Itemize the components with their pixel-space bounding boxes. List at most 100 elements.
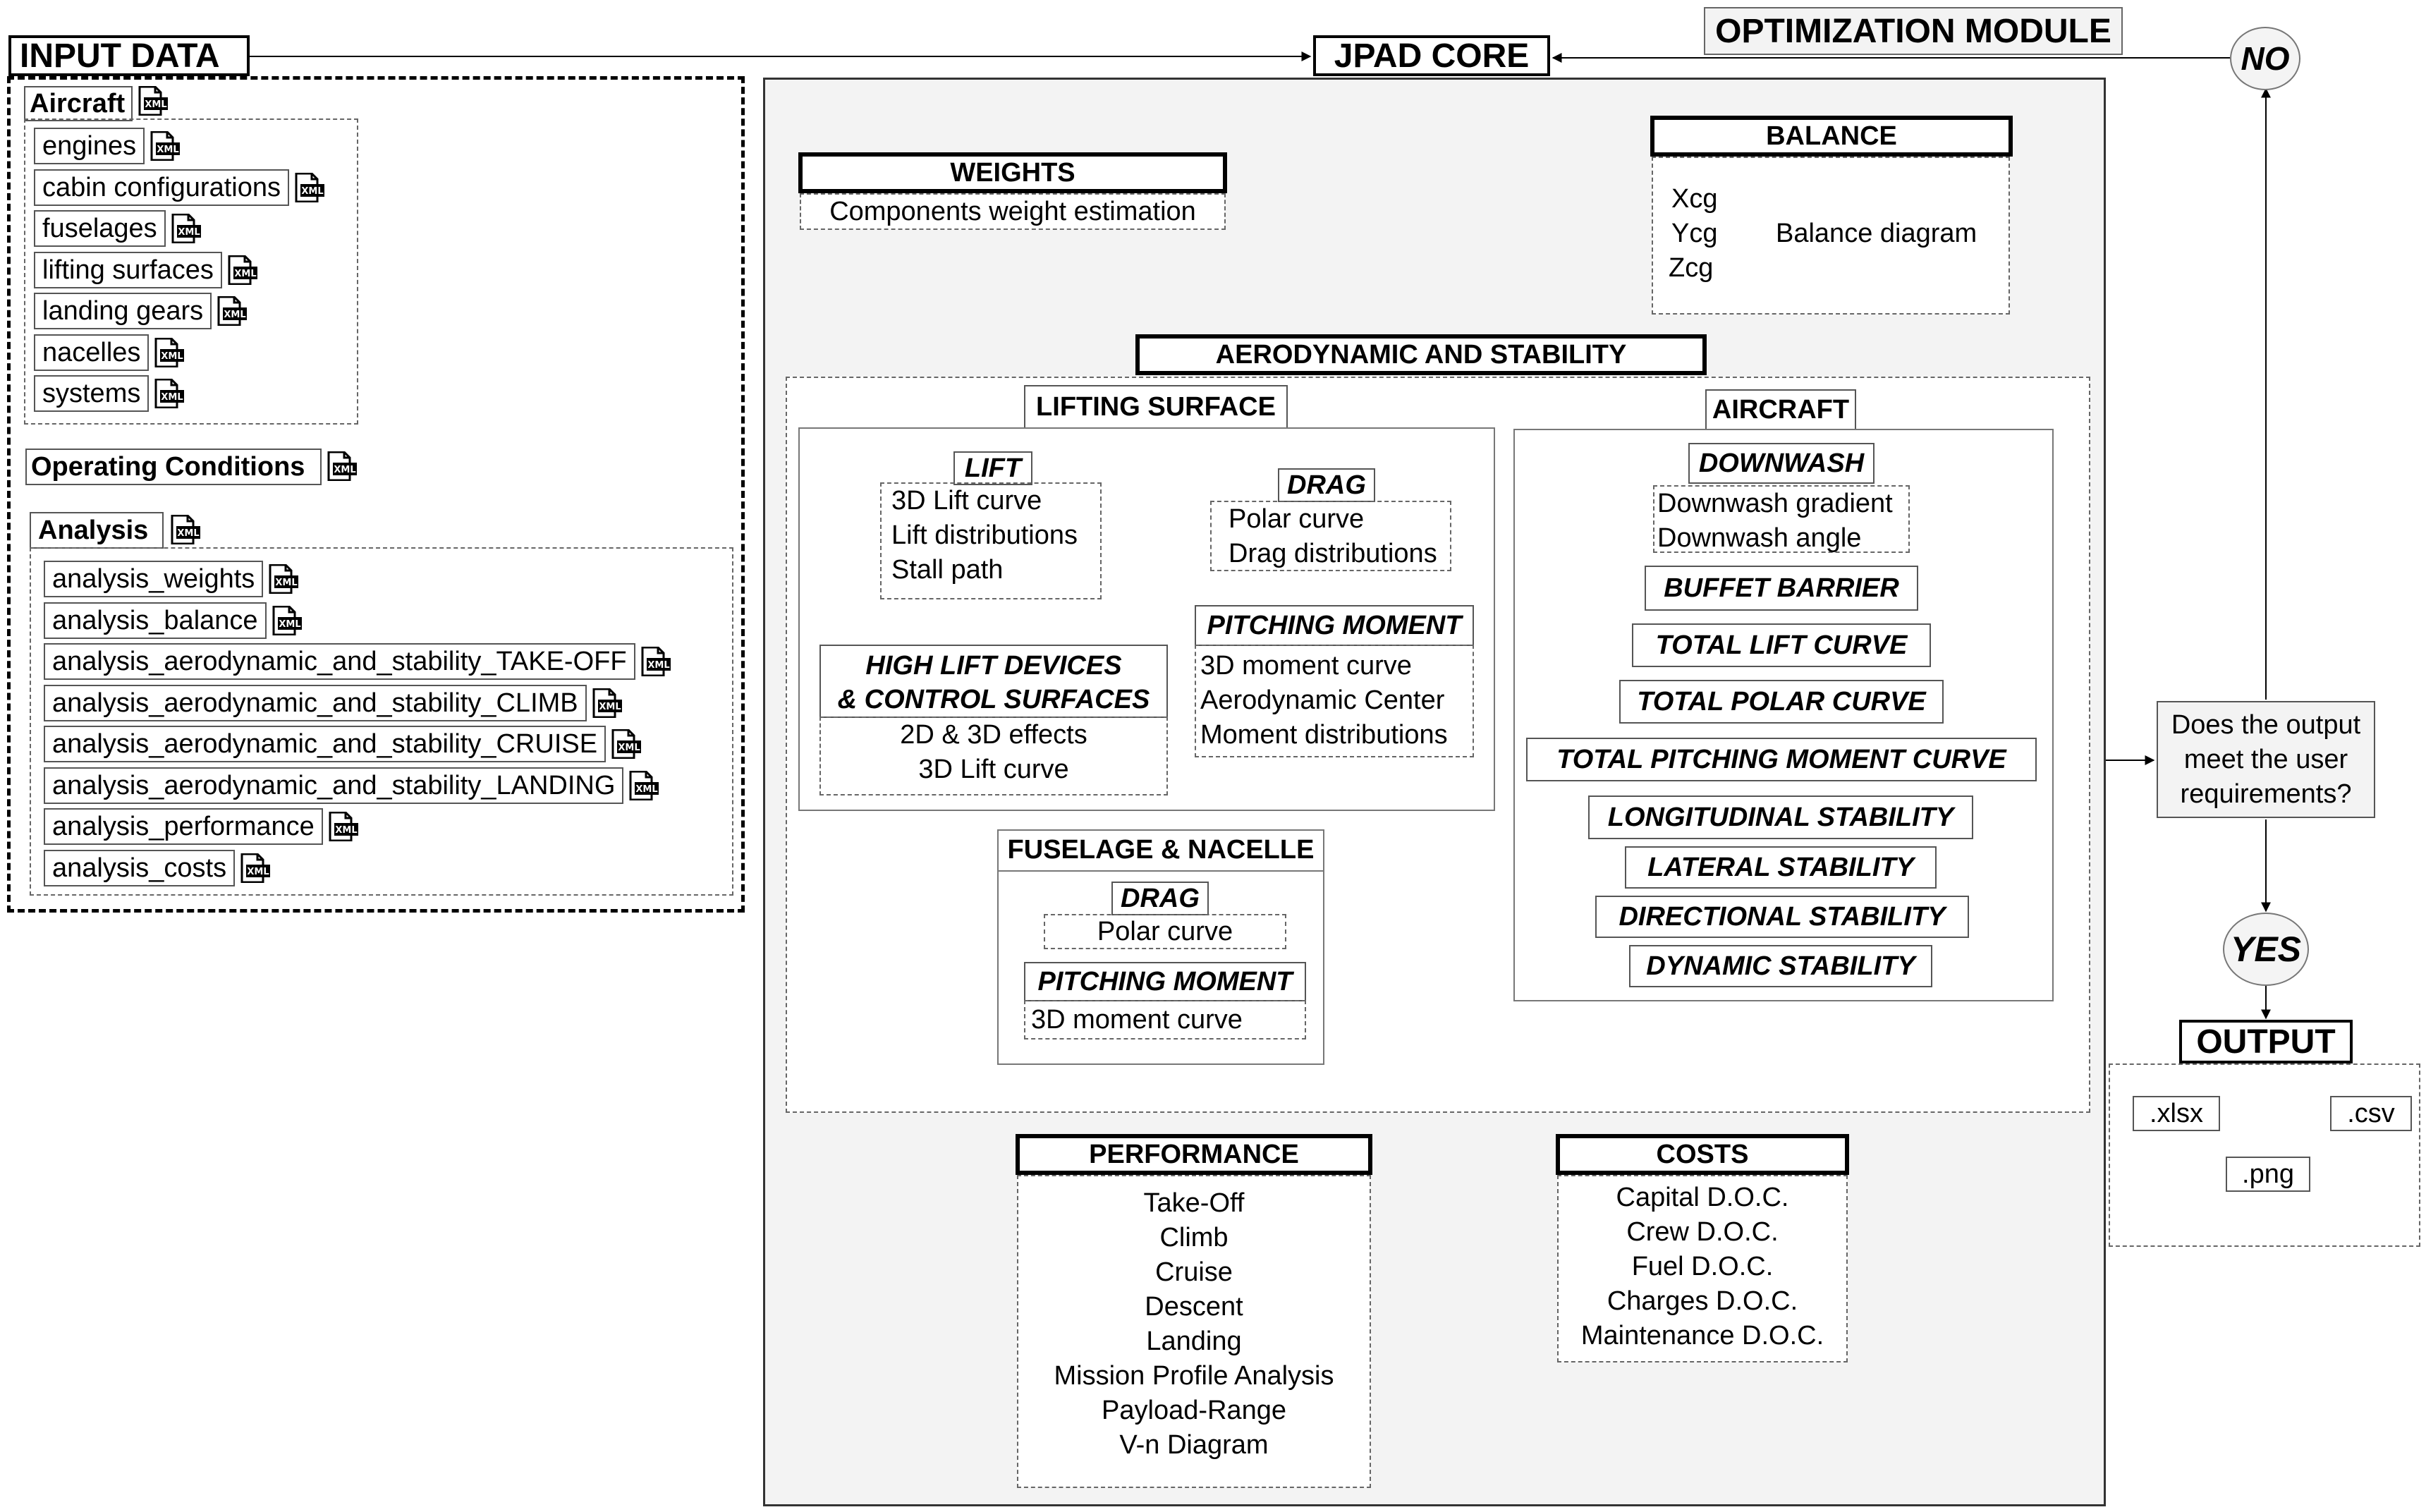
balance-title: BALANCE bbox=[1650, 116, 2013, 157]
aircraft-file-row: landing gears XML bbox=[34, 291, 358, 332]
aircraft-file-row: lifting surfaces XML bbox=[34, 250, 358, 291]
analysis-file-row: analysis_costs XML bbox=[44, 848, 728, 889]
performance-title: PERFORMANCE bbox=[1016, 1134, 1372, 1175]
ls-drag-title: DRAG bbox=[1278, 468, 1375, 502]
analysis-file-label: analysis_costs bbox=[44, 849, 236, 886]
analysis-file-label: analysis_balance bbox=[44, 602, 267, 639]
svg-text:XML: XML bbox=[248, 867, 269, 877]
analysis-file-label: analysis_aerodynamic_and_stability_LANDI… bbox=[44, 767, 624, 804]
balance-content bbox=[1652, 157, 2010, 315]
xml-file-icon: XML bbox=[611, 729, 642, 760]
yes-node: YES bbox=[2223, 913, 2309, 986]
weights-content: Components weight estimation bbox=[800, 193, 1226, 230]
xml-file-icon: XML bbox=[295, 172, 324, 202]
aero-title: AERODYNAMIC AND STABILITY bbox=[1135, 334, 1707, 375]
analysis-file-label: analysis_performance bbox=[44, 808, 323, 846]
csv-output: .csv bbox=[2330, 1096, 2412, 1131]
aircraft-file-row: engines XML bbox=[34, 126, 358, 167]
xml-file-icon: XML bbox=[154, 337, 185, 367]
performance-item: Descent bbox=[1145, 1292, 1243, 1322]
performance-item: V-n Diagram bbox=[1119, 1430, 1269, 1460]
performance-item: Take-Off bbox=[1143, 1188, 1245, 1218]
total-lift-curve-box: TOTAL LIFT CURVE bbox=[1632, 623, 1931, 667]
svg-text:XML: XML bbox=[234, 269, 256, 279]
analysis-file-label: analysis_weights bbox=[44, 561, 264, 598]
ycg-label: Ycg bbox=[1671, 219, 1718, 248]
xml-file-icon: XML bbox=[154, 379, 185, 409]
svg-text:XML: XML bbox=[161, 392, 183, 403]
svg-text:XML: XML bbox=[599, 702, 621, 712]
high-lift-title: HIGH LIFT DEVICES & CONTROL SURFACES bbox=[819, 645, 1168, 718]
svg-text:XML: XML bbox=[145, 99, 166, 110]
analysis-file-label: analysis_aerodynamic_and_stability_TAKE-… bbox=[44, 643, 635, 681]
analysis-file-row: analysis_aerodynamic_and_stability_TAKE-… bbox=[44, 641, 728, 683]
fn-pitching-content: 3D moment curve bbox=[1024, 1000, 1306, 1040]
xml-file-icon: XML bbox=[171, 514, 200, 545]
aircraft-file-row: cabin configurations XML bbox=[34, 167, 358, 209]
xml-file-icon: XML bbox=[592, 688, 622, 718]
cost-item: Crew D.O.C. bbox=[1626, 1217, 1779, 1247]
performance-item: Cruise bbox=[1155, 1257, 1233, 1287]
xml-file-icon: XML bbox=[169, 514, 202, 548]
svg-text:XML: XML bbox=[618, 743, 640, 753]
dynamic-stability-box: DYNAMIC STABILITY bbox=[1629, 945, 1932, 987]
aircraft-file-label: lifting surfaces bbox=[34, 251, 222, 288]
ls-pitching-content: 3D moment curve Aerodynamic Center Momen… bbox=[1195, 645, 1474, 757]
analysis-file-label: analysis_aerodynamic_and_stability_CRUIS… bbox=[44, 726, 606, 763]
input-data-title: INPUT DATA bbox=[8, 35, 250, 76]
svg-text:XML: XML bbox=[161, 351, 183, 362]
high-lift-content: 2D & 3D effects 3D Lift curve bbox=[819, 717, 1168, 795]
jpad-core-title: JPAD CORE bbox=[1313, 35, 1550, 76]
costs-content bbox=[1557, 1175, 1848, 1362]
xml-file-icon: XML bbox=[171, 214, 201, 244]
svg-text:XML: XML bbox=[177, 528, 199, 539]
xml-file-icon: XML bbox=[641, 647, 671, 677]
aircraft-file-label: engines bbox=[34, 128, 145, 165]
xlsx-output: .xlsx bbox=[2133, 1096, 2220, 1131]
lateral-stability-box: LATERAL STABILITY bbox=[1625, 846, 1937, 889]
analysis-file-label: analysis_aerodynamic_and_stability_CLIMB bbox=[44, 684, 587, 721]
xml-file-icon: XML bbox=[137, 85, 169, 119]
optimization-module-box: OPTIMIZATION MODULE bbox=[1704, 7, 2123, 55]
xml-file-icon: XML bbox=[329, 812, 358, 842]
png-output: .png bbox=[2226, 1157, 2310, 1192]
aircraft-file-label: cabin configurations bbox=[34, 169, 289, 206]
analysis-file-row: analysis_aerodynamic_and_stability_CRUIS… bbox=[44, 724, 728, 765]
analysis-file-row: analysis_balance XML bbox=[44, 600, 728, 642]
analysis-file-row: analysis_aerodynamic_and_stability_CLIMB… bbox=[44, 683, 728, 724]
aero-aircraft-title: AIRCRAFT bbox=[1705, 389, 1856, 430]
fuselage-nacelle-panel bbox=[997, 829, 1324, 1065]
xml-file-icon: XML bbox=[326, 451, 358, 484]
total-pitching-moment-curve-box: TOTAL PITCHING MOMENT CURVE bbox=[1526, 738, 2037, 781]
svg-text:XML: XML bbox=[224, 310, 246, 320]
xml-file-icon: XML bbox=[150, 131, 181, 161]
operating-conditions-label: Operating Conditions bbox=[25, 449, 322, 485]
svg-text:XML: XML bbox=[157, 145, 179, 155]
aircraft-files-panel bbox=[24, 118, 358, 425]
output-title: OUTPUT bbox=[2179, 1020, 2353, 1063]
cost-item: Maintenance D.O.C. bbox=[1580, 1321, 1824, 1351]
weights-title: WEIGHTS bbox=[798, 152, 1227, 193]
svg-text:XML: XML bbox=[178, 227, 200, 238]
aircraft-file-label: landing gears bbox=[34, 293, 212, 330]
xml-file-icon: XML bbox=[138, 85, 168, 116]
aircraft-file-label: systems bbox=[34, 375, 150, 413]
analysis-files-panel bbox=[30, 547, 733, 896]
performance-item: Landing bbox=[1146, 1327, 1242, 1356]
svg-text:XML: XML bbox=[279, 619, 300, 630]
aero-aircraft-panel bbox=[1513, 429, 2054, 1001]
input-data-panel bbox=[7, 76, 745, 913]
balance-diagram-label: Balance diagram bbox=[1776, 219, 1977, 248]
analysis-file-row: analysis_aerodynamic_and_stability_LANDI… bbox=[44, 765, 728, 807]
lifting-surface-title: LIFTING SURFACE bbox=[1024, 385, 1288, 429]
costs-title: COSTS bbox=[1556, 1134, 1849, 1175]
svg-text:XML: XML bbox=[276, 578, 298, 588]
ls-drag-content: Polar curve Drag distributions bbox=[1210, 501, 1451, 571]
downwash-content: Downwash gradient Downwash angle bbox=[1653, 485, 1910, 553]
fuselage-nacelle-title: FUSELAGE & NACELLE bbox=[997, 829, 1324, 872]
svg-text:XML: XML bbox=[301, 186, 323, 197]
fn-pitching-title: PITCHING MOMENT bbox=[1024, 962, 1306, 1001]
